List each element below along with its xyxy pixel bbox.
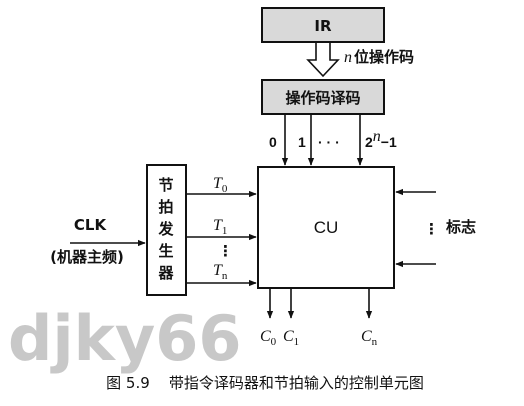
ir-register-box (261, 7, 385, 43)
clk-label: CLK (74, 216, 108, 234)
control-unit-box (257, 166, 395, 289)
clk-sublabel: (机器主频) (50, 248, 124, 266)
cu-label: CU (314, 218, 339, 237)
beat-generator-char-2: 拍 (158, 198, 173, 216)
flag-input-vdots: ⋮ (424, 220, 439, 238)
flags-label: 标志 (445, 218, 476, 236)
timing-t1-label: T1 (213, 217, 227, 237)
timing-tn-label: Tn (213, 262, 228, 282)
beat-generator-char-3: 发 (157, 220, 174, 238)
watermark-text: djky66 (8, 302, 242, 375)
control-c0-label: C0 (260, 328, 277, 348)
ir-label: IR (314, 17, 332, 35)
opcode-decoder-box (261, 79, 385, 115)
beat-generator-char-1: 节 (158, 176, 173, 194)
beat-generator-char-4: 生 (158, 242, 173, 260)
figure-caption: 图 5.9 带指令译码器和节拍输入的控制单元图 (106, 374, 424, 392)
timing-vdots: ⋮ (218, 242, 233, 260)
decoder-output-ellipsis: · · · (318, 134, 340, 150)
beat-generator-char-5: 器 (157, 264, 174, 282)
control-c1-label: C1 (283, 328, 299, 348)
control-cn-label: Cn (361, 328, 378, 348)
beat-generator-box (146, 164, 187, 296)
timing-t0-label: T0 (213, 175, 228, 195)
decoder-output-0-label: 0 (269, 134, 277, 150)
decoder-label: 操作码译码 (285, 89, 360, 107)
decoder-output-1-label: 1 (298, 134, 306, 150)
decoder-output-last-label: 2n−1 (365, 128, 397, 150)
opcode-bus-arrow (306, 42, 340, 78)
